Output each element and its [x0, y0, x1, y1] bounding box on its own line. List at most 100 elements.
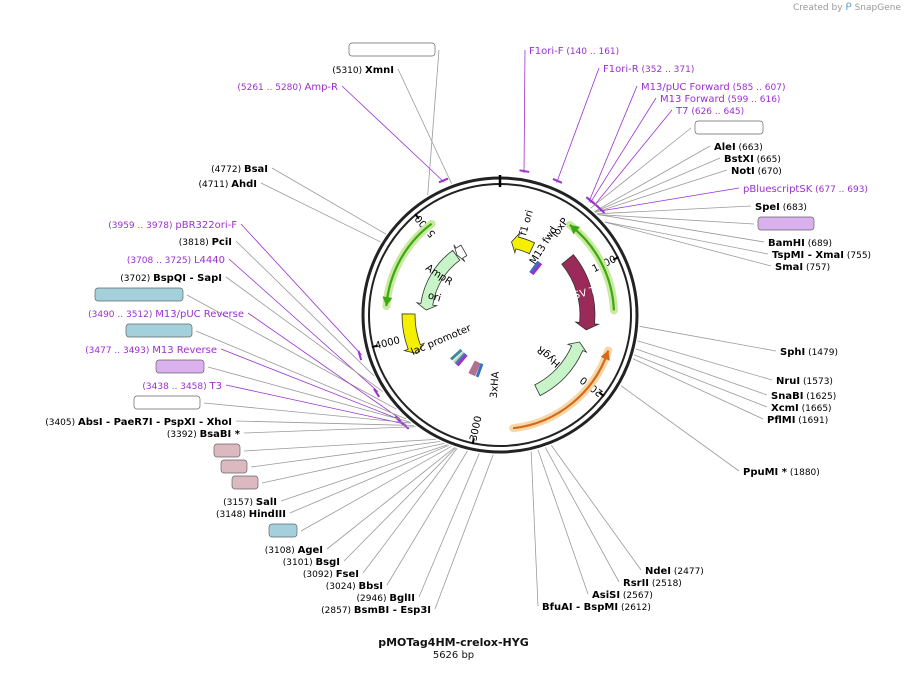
- map-label: NotI (670): [595, 166, 782, 213]
- label-text: (5310) XmnI: [332, 65, 394, 76]
- label-text: M13/pUC Forward (585 .. 607): [641, 82, 785, 93]
- leader-line: [597, 214, 755, 225]
- leader-line: [604, 221, 772, 267]
- label-text: SnaBI (1625): [771, 391, 836, 402]
- label-text: (3477 .. 3493) M13 Reverse: [85, 345, 217, 356]
- feature-label: 3xHA: [489, 371, 502, 399]
- primer-mark: [552, 178, 563, 184]
- mark-m13-fwd: [531, 262, 543, 276]
- label-text: (3157) SalI: [223, 497, 277, 508]
- label-box: [94, 287, 184, 302]
- map-label: (3092) FseI: [303, 448, 458, 580]
- leader-line: [271, 167, 387, 235]
- feature-label: HygR: [535, 343, 563, 369]
- label-text: (3108) AgeI: [265, 545, 323, 556]
- leader-line: [362, 448, 458, 574]
- map-label: (4711) AhdI: [198, 179, 381, 243]
- feature-hygr: [534, 341, 588, 397]
- map-label: (5310) XmnI: [332, 65, 452, 184]
- map-label: SK primer: [597, 214, 815, 231]
- label-text: PflMI (1691): [767, 415, 828, 426]
- leader-line: [632, 358, 764, 420]
- mark-cap-binding-site: [450, 348, 463, 361]
- leader-line: [240, 223, 362, 356]
- label-text: (3092) FseI: [303, 569, 359, 580]
- map-label: F1ori-F (140 .. 161): [519, 46, 619, 174]
- map-label: TspMI - XmaI (755): [604, 221, 871, 261]
- label-box: [155, 359, 205, 374]
- feature-ampr: [415, 249, 461, 311]
- label-box: [268, 523, 298, 538]
- label-text: AleI (663): [714, 142, 763, 153]
- label-text: (3490 .. 3512) M13/pUC Reverse: [88, 309, 244, 320]
- map-label: pBluescriptSK (677 .. 693): [596, 184, 868, 214]
- leader-line: [593, 109, 673, 207]
- primer-mark: [438, 177, 449, 184]
- leader-line: [243, 438, 436, 452]
- label-text: (3405) AbsI - PaeR7I - PspXI - XhoI: [45, 417, 232, 428]
- leader-line: [550, 445, 642, 571]
- label-text: T7 (626 .. 645): [675, 106, 744, 117]
- leader-line: [207, 366, 410, 423]
- leader-line: [261, 443, 445, 484]
- label-text: SmaI (757): [775, 262, 830, 273]
- map-label: (3959 .. 3978) pBR322ori-F: [108, 220, 363, 361]
- tick-mark: [471, 438, 475, 445]
- map-label: AleI (663): [594, 142, 763, 213]
- label-text: (3708 .. 3725) L4440: [127, 255, 225, 266]
- map-label: (4772) BsaI: [211, 164, 387, 235]
- label-text: NotI (670): [731, 166, 782, 177]
- map-label: T3 promoter: [133, 395, 412, 424]
- leader-line: [604, 221, 769, 255]
- label-box: [133, 395, 201, 410]
- label-text: (3702) BspQI - SapI: [120, 273, 222, 284]
- map-label: SpeI (683): [596, 202, 807, 215]
- map-label: SmaI (757): [604, 221, 830, 273]
- leader-line: [639, 325, 777, 352]
- primer-mark: [357, 350, 363, 361]
- map-label: lac operator: [125, 323, 407, 420]
- map-label: BstXI (665): [594, 154, 781, 213]
- label-text: (3392) BsaBI *: [167, 429, 241, 440]
- map-label: SphI (1479): [639, 325, 838, 358]
- map-label: (3101) BsgI: [283, 447, 457, 568]
- map-label: AmpR promoter: [348, 42, 440, 196]
- map-label: loxP: [268, 445, 452, 538]
- label-text: (3438 .. 3458) T3: [142, 381, 222, 392]
- leader-line: [235, 240, 375, 376]
- leader-line: [595, 169, 728, 213]
- feature-hsv-tk: [561, 254, 601, 331]
- label-text: AsiSI (2567): [592, 590, 653, 601]
- leader-line: [637, 340, 773, 381]
- map-label: (2946) BglII: [357, 453, 480, 604]
- mark-m13-rev: [456, 353, 468, 367]
- primer-mark: [519, 169, 530, 173]
- tick-mark: [371, 344, 379, 349]
- leader-line: [634, 354, 768, 408]
- map-label: (3108) AgeI: [265, 447, 455, 556]
- map-label: CAP binding site: [94, 287, 397, 410]
- orf-arc: [569, 223, 616, 311]
- label-box: [348, 42, 436, 57]
- plasmid-size: 5626 bp: [432, 650, 475, 661]
- leader-line: [397, 68, 452, 184]
- leader-line: [588, 85, 638, 202]
- label-text: (3148) HindIII: [216, 509, 286, 520]
- map-label: BamHI (689): [597, 214, 832, 249]
- label-text: BstXI (665): [724, 154, 781, 165]
- mark-lac-operator: [454, 352, 467, 366]
- leader-line: [434, 454, 494, 610]
- leader-line: [343, 447, 457, 562]
- label-text: BfuAI - BspMI (2612): [542, 602, 651, 613]
- tick-label: 3000: [468, 415, 484, 442]
- leader-line: [247, 312, 401, 419]
- mark-lac-promoter: [453, 351, 465, 364]
- label-text: (3959 .. 3978) pBR322ori-F: [108, 220, 237, 231]
- leader-line: [556, 67, 600, 183]
- primer-mark: [596, 205, 606, 214]
- map-label: M13 rev: [155, 359, 410, 423]
- orf-arrowhead: [382, 296, 393, 307]
- map-label: (3392) BsaBI *: [167, 426, 416, 440]
- leader-line: [289, 444, 449, 514]
- leader-line: [537, 449, 589, 595]
